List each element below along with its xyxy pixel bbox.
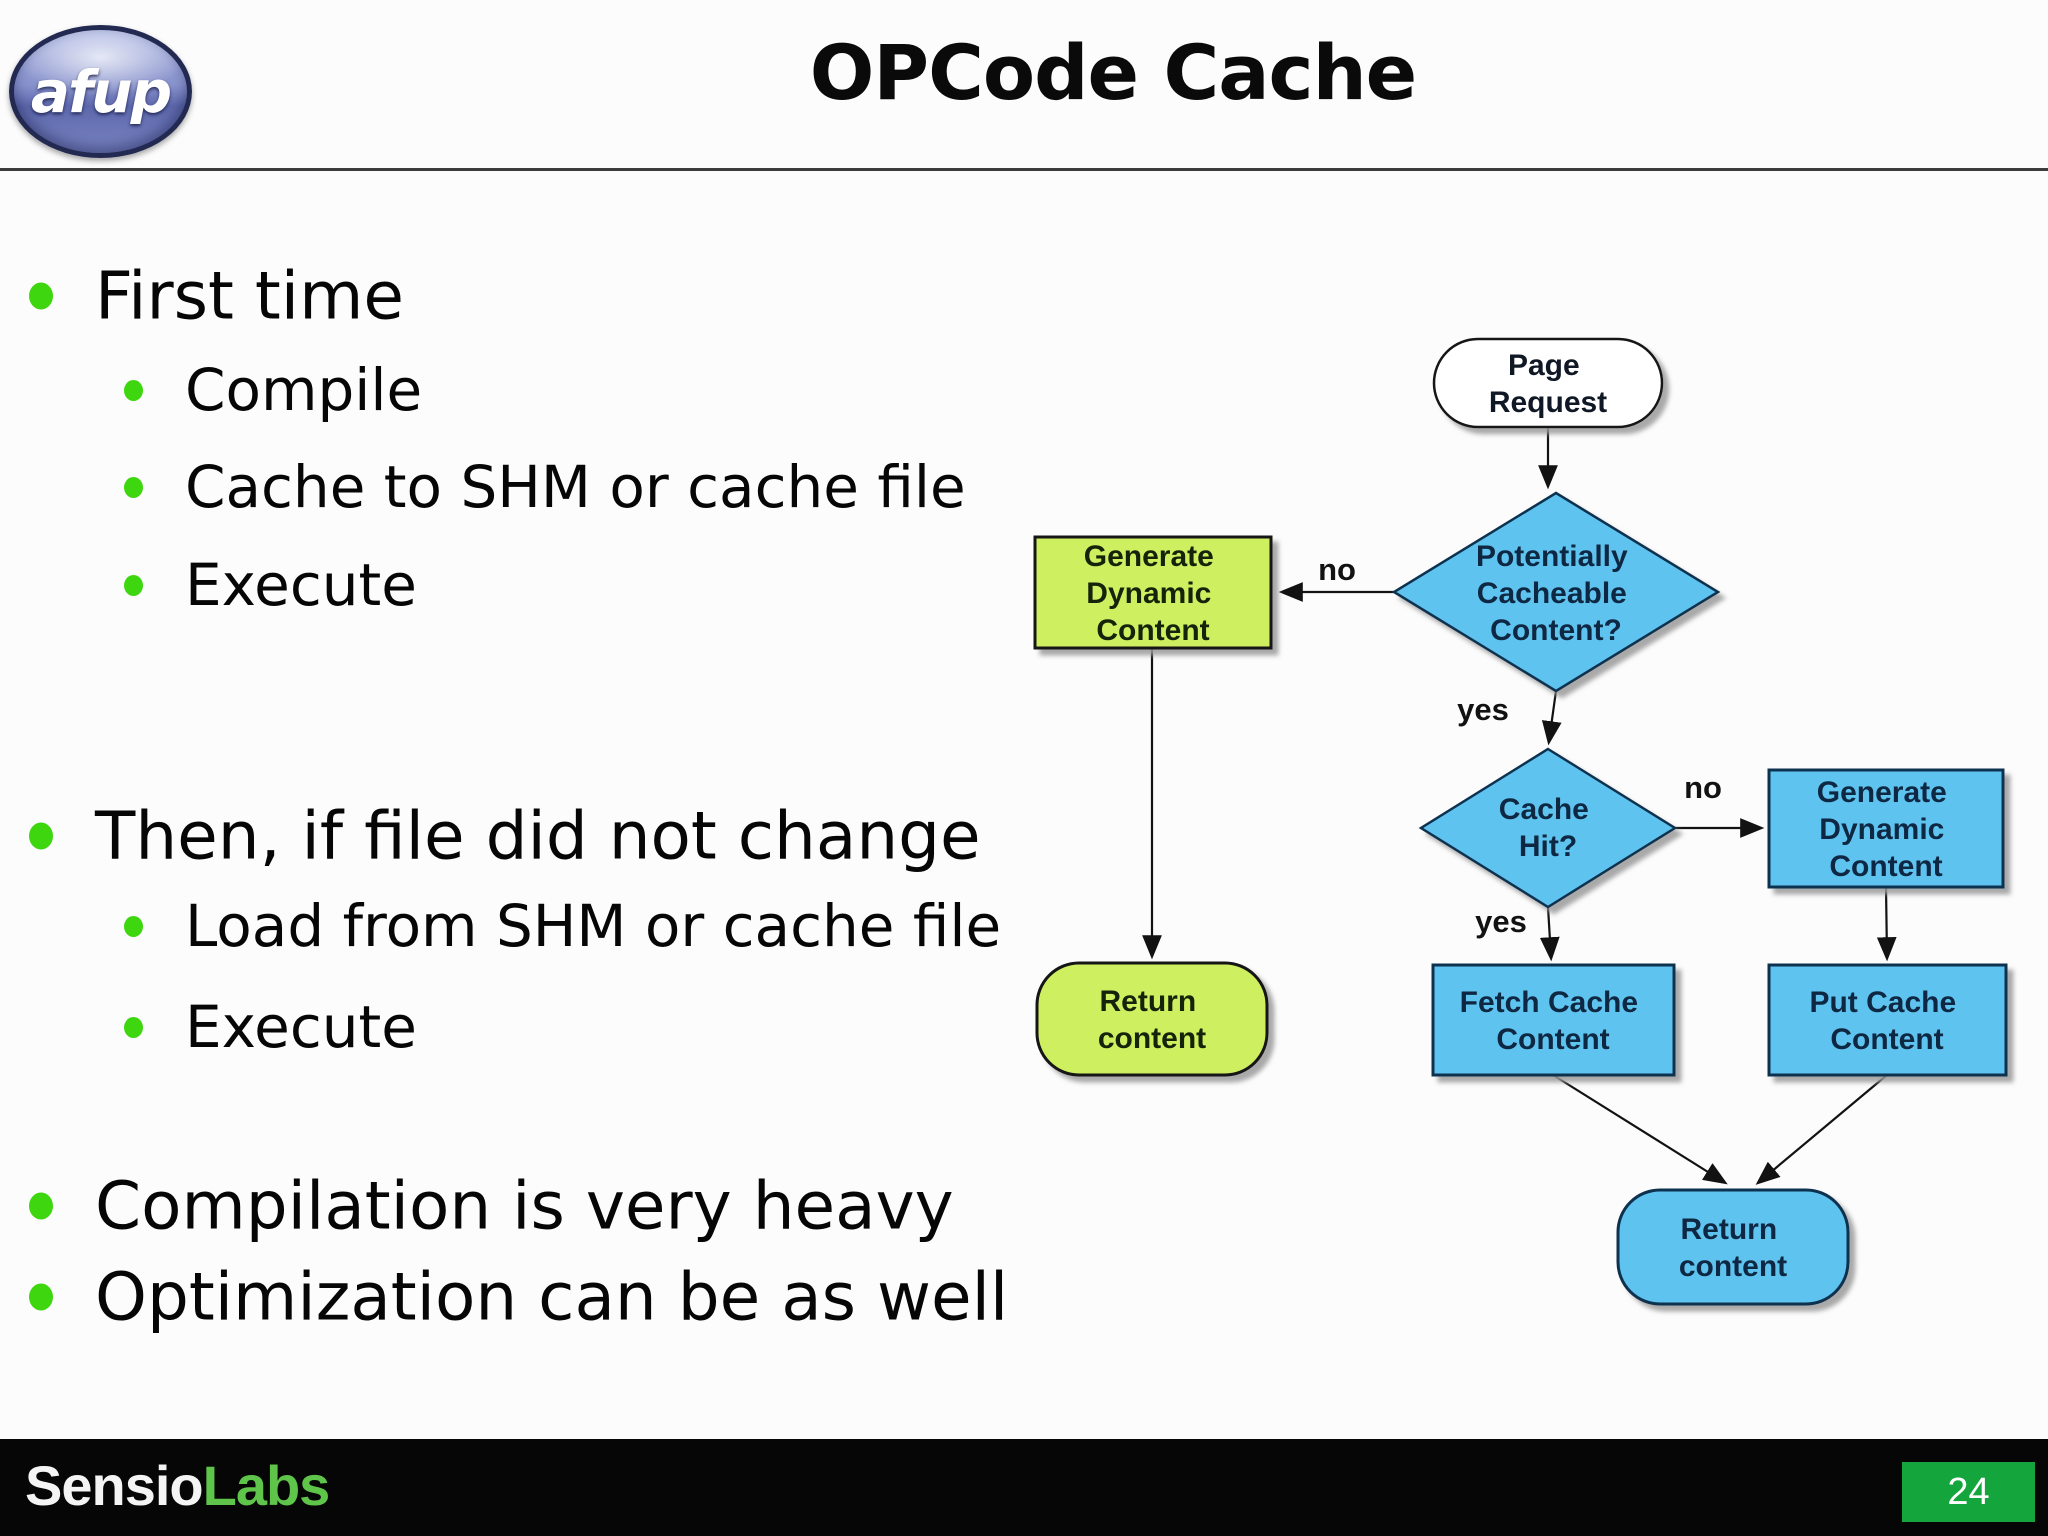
list-item-text: Execute bbox=[185, 551, 417, 619]
bullet-icon bbox=[29, 822, 53, 850]
node-fetch-cache bbox=[1431, 963, 1676, 1077]
node-generate-dynamic-left-label: Generate Dynamic Content bbox=[1084, 540, 1222, 647]
list-item-text: Compile bbox=[185, 356, 423, 424]
list-item: Compilation is very heavy bbox=[29, 1168, 954, 1245]
node-put-cache-label: Put Cache Content bbox=[1809, 986, 1964, 1056]
footer-bar: SensioLabs 24 bbox=[0, 1439, 2048, 1536]
list-item-text: First time bbox=[95, 257, 404, 335]
bullet-icon bbox=[124, 915, 143, 937]
node-fetch-cache-label: Fetch Cache Content bbox=[1460, 986, 1647, 1056]
node-generate-dynamic-right-label: Generate Dynamic Content bbox=[1817, 776, 1955, 883]
list-item-text: Execute bbox=[185, 993, 417, 1061]
edge-fetch-return bbox=[1552, 1074, 1728, 1185]
list-item: Then, if file did not change bbox=[29, 798, 981, 875]
bullet-icon bbox=[29, 1283, 53, 1311]
afup-logo-text: afup bbox=[30, 57, 172, 126]
node-generate-dynamic-right bbox=[1767, 768, 2005, 889]
node-return-content-bottom-label: Return content bbox=[1679, 1213, 1787, 1283]
list-item-text: Compilation is very heavy bbox=[95, 1167, 954, 1245]
edge-decision2-yes bbox=[1539, 906, 1560, 962]
edge-label-no-1: no bbox=[1318, 552, 1356, 587]
node-decision-cache-hit-label: Cache Hit? bbox=[1499, 793, 1597, 863]
edge-decision1-yes bbox=[1541, 690, 1562, 746]
edge-put-return bbox=[1755, 1074, 1888, 1185]
node-generate-dynamic-left bbox=[1033, 535, 1273, 650]
list-item: Execute bbox=[124, 551, 417, 619]
node-decision-cacheable-label: Potentially Cacheable Content? bbox=[1476, 540, 1636, 647]
list-item: Execute bbox=[124, 993, 417, 1061]
bullet-icon bbox=[29, 282, 53, 310]
list-item-text: Cache to SHM or cache file bbox=[185, 453, 966, 521]
list-item: Compile bbox=[124, 356, 422, 424]
bullet-icon bbox=[124, 379, 143, 401]
bullet-icon bbox=[124, 574, 143, 596]
opcode-cache-flowchart: Page Request Potentially Cacheable Conte… bbox=[1033, 337, 2008, 1306]
edge-label-yes-1: yes bbox=[1457, 692, 1509, 727]
bullet-icon bbox=[29, 1192, 53, 1220]
node-return-content-left-label: Return content bbox=[1098, 985, 1206, 1055]
node-put-cache bbox=[1767, 963, 2008, 1077]
node-return-content-bottom bbox=[1616, 1188, 1850, 1306]
edge-label-yes-2: yes bbox=[1475, 904, 1527, 939]
sensiolabs-logo: SensioLabs bbox=[25, 1453, 331, 1518]
node-page-request-label: Page Request bbox=[1489, 349, 1607, 419]
node-decision-cache-hit bbox=[1418, 747, 1678, 909]
afup-logo: afup bbox=[9, 25, 192, 158]
header-divider bbox=[0, 168, 2048, 171]
brand-labs: Labs bbox=[202, 1454, 331, 1517]
list-item-text: Then, if file did not change bbox=[95, 797, 981, 875]
page-title: OPCode Cache bbox=[809, 28, 1417, 117]
edge-label-no-2: no bbox=[1684, 770, 1722, 805]
list-item: Load from SHM or cache file bbox=[124, 892, 1001, 960]
list-item: First time bbox=[29, 258, 404, 335]
bullet-icon bbox=[124, 476, 143, 498]
list-item: Optimization can be as well bbox=[29, 1259, 1008, 1336]
list-item: Cache to SHM or cache file bbox=[124, 453, 966, 521]
node-page-request bbox=[1432, 337, 1664, 429]
node-return-content-left bbox=[1035, 961, 1269, 1077]
page-number: 24 bbox=[1947, 1470, 1990, 1513]
bullet-icon bbox=[124, 1016, 143, 1038]
flow-edges bbox=[1142, 427, 1897, 1185]
page-number-badge: 24 bbox=[1902, 1462, 2035, 1522]
edge-generate-put bbox=[1876, 886, 1897, 962]
list-item-text: Optimization can be as well bbox=[95, 1258, 1009, 1336]
node-decision-cacheable bbox=[1391, 491, 1721, 693]
list-item-text: Load from SHM or cache file bbox=[185, 892, 1002, 960]
brand-sensio: Sensio bbox=[25, 1454, 204, 1517]
